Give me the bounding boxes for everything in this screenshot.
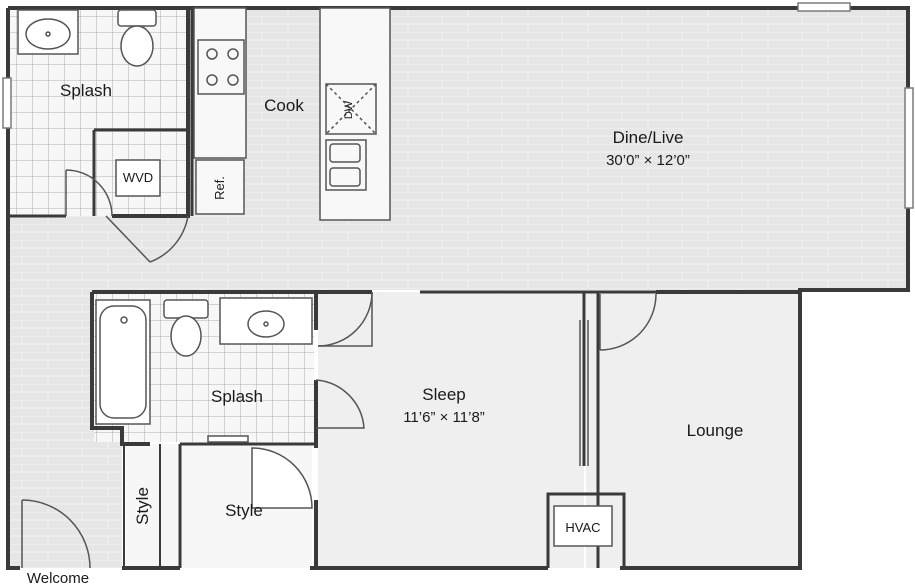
- hvac-label: HVAC: [565, 520, 600, 535]
- room-label-welcome: Welcome: [27, 570, 89, 586]
- range-icon: [197, 39, 245, 95]
- labels: Dine/Live 30’0” × 12’0” Cook Splash Spla…: [27, 81, 743, 586]
- doors: [21, 169, 657, 569]
- room-label-style: Style: [225, 501, 263, 520]
- room-label-lounge: Lounge: [687, 421, 744, 440]
- room-dims-sleep: 11’6” × 11’8”: [403, 409, 485, 426]
- bathroom-top-fixtures: [17, 9, 161, 197]
- room-label-splash-top: Splash: [60, 81, 112, 100]
- walls: [6, 6, 910, 570]
- room-label-sleep: Sleep: [422, 385, 465, 404]
- room-label-splash-bottom: Splash: [211, 387, 263, 406]
- washer-dryer-label: WVD: [123, 170, 153, 185]
- washer-dryer-icon: [115, 159, 161, 197]
- toilet-icon: [117, 9, 157, 27]
- fridge-icon: [195, 159, 245, 215]
- room-label-dine-live: Dine/Live: [613, 128, 684, 147]
- dishwasher-icon: [325, 83, 377, 135]
- kitchen: [193, 7, 391, 221]
- room-label-style-vertical: Style: [133, 487, 152, 525]
- windows: [2, 2, 914, 209]
- room-label-cook: Cook: [264, 96, 304, 115]
- fridge-label: Ref.: [212, 176, 227, 200]
- bathroom-bottom-fixtures: [95, 297, 313, 443]
- dishwasher-label: DW: [343, 100, 355, 119]
- room-dims-dine-live: 30’0” × 12’0”: [606, 152, 690, 169]
- floors: [8, 8, 908, 568]
